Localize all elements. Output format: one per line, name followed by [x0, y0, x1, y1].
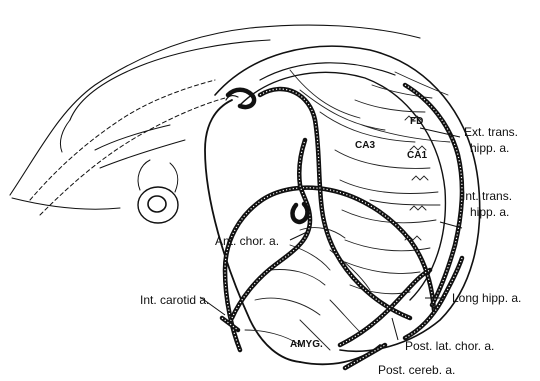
ant-chor-artery-path [232, 140, 310, 318]
label-int-carotid: Int. carotid a. [140, 293, 209, 307]
label-ext-trans-1: Ext. trans. [464, 125, 518, 139]
brain-outline [10, 25, 420, 215]
arteries [225, 85, 462, 350]
round-body [138, 160, 178, 223]
label-amyg: AMYG. [290, 339, 323, 350]
label-int-trans-2: hipp. a. [470, 205, 509, 219]
label-post-lat-chor: Post. lat. chor. a. [405, 339, 494, 353]
label-long-hipp: Long hipp. a. [452, 291, 521, 305]
label-post-cereb: Post. cereb. a. [378, 363, 455, 377]
label-fd: FD [410, 116, 423, 127]
label-ant-chor: Ant. chor. a. [215, 234, 279, 248]
label-int-trans-1: Int. trans. [462, 189, 512, 203]
label-ca3: CA3 [355, 140, 375, 151]
long-hipp-artery-path [260, 89, 410, 318]
label-ca1: CA1 [407, 150, 427, 161]
label-ext-trans-2: hipp. a. [470, 141, 509, 155]
